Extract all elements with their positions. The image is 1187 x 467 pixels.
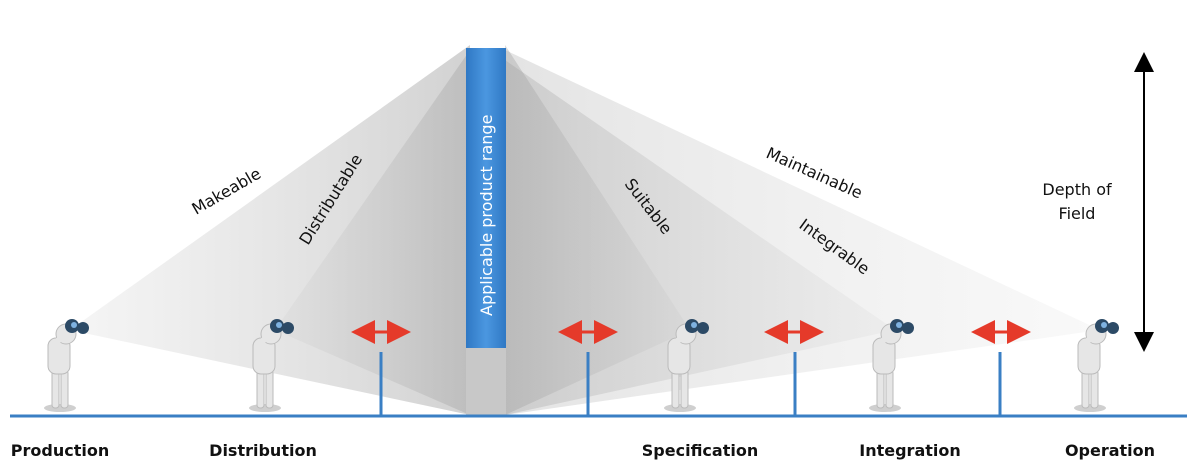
applicable-range-bar-gray <box>466 345 506 417</box>
observer-figure-production <box>44 319 89 412</box>
stage-label-production: Production <box>11 441 109 460</box>
binoculars-icon <box>1095 319 1119 334</box>
depth-of-field-label-line1: Depth of <box>1042 180 1112 199</box>
binoculars-icon <box>685 319 709 334</box>
observer-figure-integration <box>869 319 914 412</box>
depth-of-field-label-line2: Field <box>1059 204 1096 223</box>
stage-label-specification: Specification <box>642 441 758 460</box>
binoculars-icon <box>65 319 89 334</box>
maintainable-cone <box>505 50 1100 415</box>
stage-label-distribution: Distribution <box>209 441 317 460</box>
observer-figure-specification <box>664 319 709 412</box>
binoculars-icon <box>270 319 294 334</box>
applicable-range-bar <box>466 48 506 348</box>
distributable-cone <box>275 50 470 415</box>
observer-figure-operation <box>1074 319 1119 412</box>
applicable-range-label: Applicable product range <box>477 115 496 316</box>
stage-label-operation: Operation <box>1065 441 1155 460</box>
observer-figure-distribution <box>249 319 294 412</box>
binoculars-icon <box>890 319 914 334</box>
stage-label-integration: Integration <box>859 441 961 460</box>
